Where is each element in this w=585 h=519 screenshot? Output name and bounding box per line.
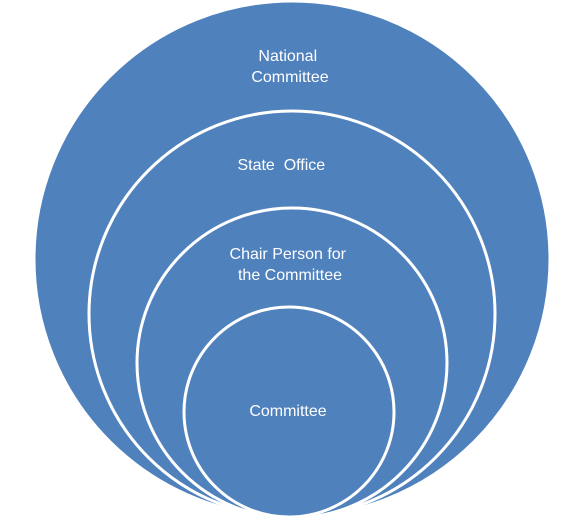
label-committee: Committee (249, 403, 326, 420)
label-state-office-line-1: State Office (237, 157, 325, 174)
label-state-office: State Office (0, 0, 339, 174)
label-national-committee-line-1: National (258, 48, 317, 65)
label-committee-line-1: Committee (249, 403, 326, 420)
label-chair-person-line-2: the Committee (238, 267, 342, 284)
label-national-committee-line-2: Committee (251, 69, 328, 86)
label-national-committee: National Committee (251, 48, 328, 86)
label-chair-person: Chair Person for the Committee (230, 246, 351, 284)
circle-committee (182, 305, 396, 519)
label-chair-person-line-1: Chair Person for (230, 246, 347, 263)
